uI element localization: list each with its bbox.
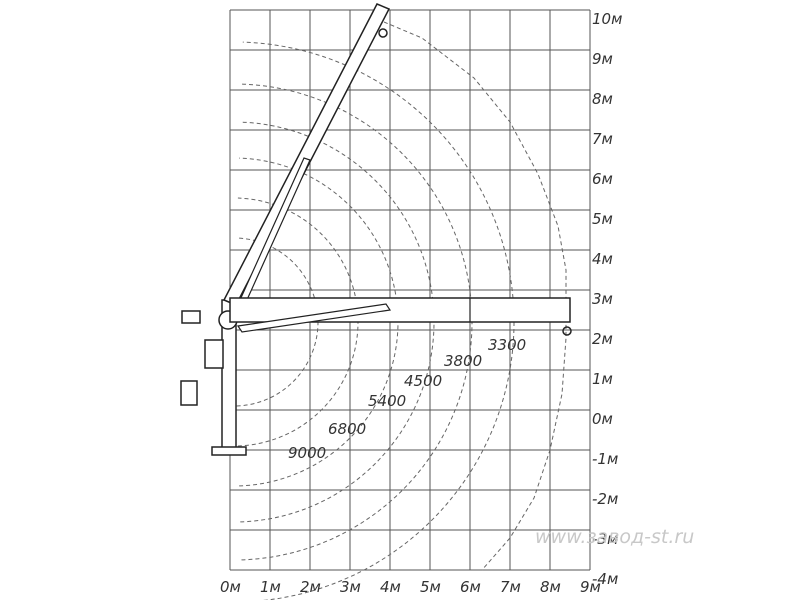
hydraulic-tank [180,380,198,406]
grid [229,9,591,571]
load-zone-arc [240,121,435,523]
horizontal-boom [229,297,571,323]
y-tick-label: 7м [592,130,613,148]
load-zone-label: 3300 [488,336,526,354]
horizontal-boom-cylinder [236,303,392,333]
y-tick-label: -3м [592,530,618,548]
reach-envelope [383,21,567,571]
y-tick-label: 0м [592,410,613,428]
control-levers [181,310,201,324]
load-zone-label: 3800 [444,352,482,370]
crane-drawing [180,3,572,456]
y-tick-label: 3м [592,290,613,308]
load-zone-label: 9000 [288,444,326,462]
raised-boom-cylinder [239,157,311,303]
y-tick-label: 5м [592,210,613,228]
watermark: www.завод-st.ru [535,526,694,548]
axis-labels: 0м 1м 2м 3м 4м 5м 6м 7м 8м 9м 10м 9м 8м 7м 6м 5м 4м 3м 2м 1… [220,10,622,596]
y-tick-label: -4м [592,570,618,588]
load-zone-label: 4500 [404,372,442,390]
x-tick-label: 2м [300,578,321,596]
raised-boom-hook [378,28,388,38]
outer-reach-curve [383,21,567,571]
y-tick-label: 1м [592,370,613,388]
load-zone-label: 5400 [368,392,406,410]
y-tick-label: 6м [592,170,613,188]
y-tick-label: 4м [592,250,613,268]
y-tick-label: -2м [592,490,618,508]
x-tick-label: 8м [540,578,561,596]
x-tick-label: 7м [500,578,521,596]
y-tick-label: 10м [592,10,622,28]
crane-foot [211,446,247,456]
raised-boom [222,3,391,306]
y-tick-label: 8м [592,90,613,108]
y-tick-label: 2м [592,330,613,348]
horizontal-boom-hook [562,326,572,336]
x-tick-label: 5м [420,578,441,596]
y-tick-label: 9м [592,50,613,68]
x-tick-label: 9м [580,578,601,596]
y-tick-label: -1м [592,450,618,468]
x-tick-label: 3м [340,578,361,596]
control-unit [204,339,224,369]
x-tick-label: 4м [380,578,401,596]
x-tick-label: 0м [220,578,241,596]
x-tick-label: 6м [460,578,481,596]
load-zone-label: 6800 [328,420,366,438]
x-tick-label: 1м [260,578,281,596]
